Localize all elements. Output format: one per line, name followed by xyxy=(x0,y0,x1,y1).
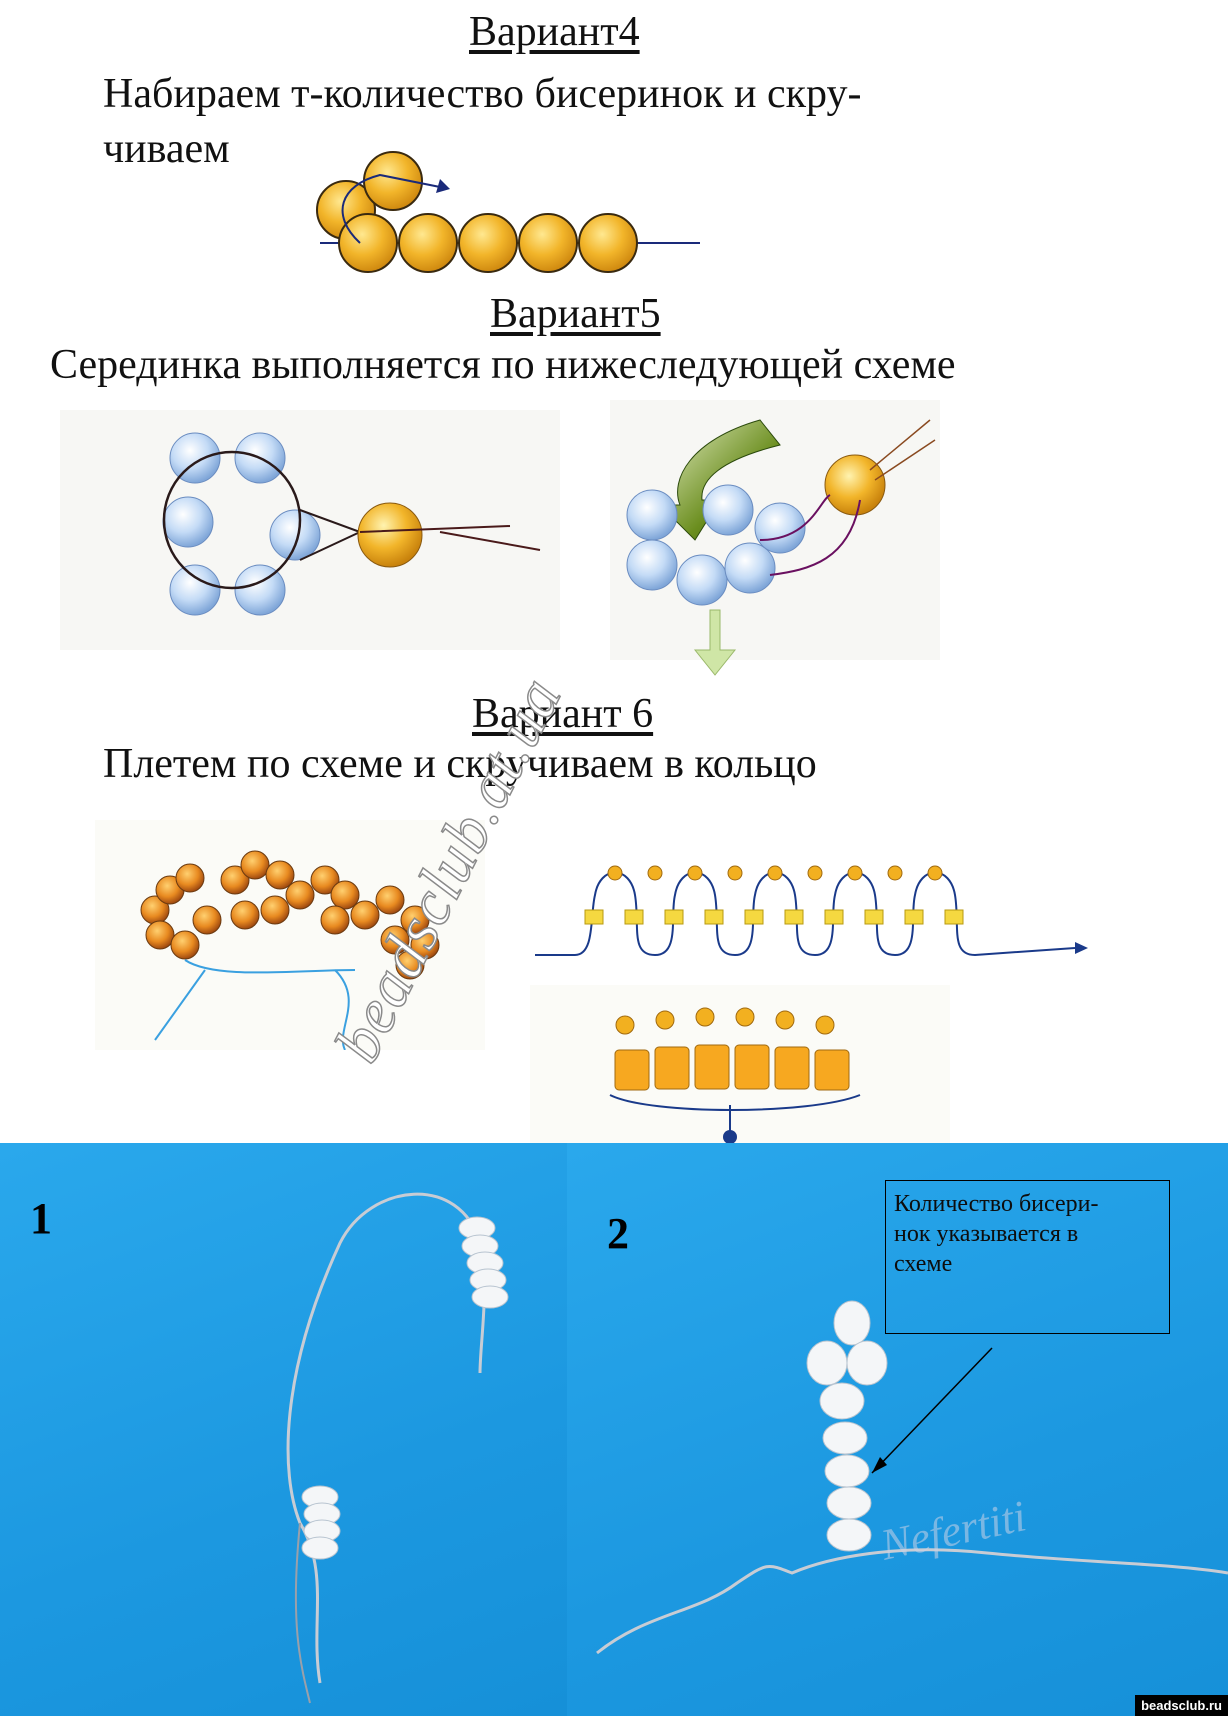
photo-step-2: 2 xyxy=(567,1143,1228,1716)
variant6-heading: Вариант 6 xyxy=(472,691,654,737)
photo-step-2-number: 2 xyxy=(607,1209,629,1258)
photo-step-2-image xyxy=(596,1300,1228,1655)
variant4-diagram xyxy=(316,151,700,273)
photo-step-1-image xyxy=(286,1192,509,1704)
site-badge: beadsclub.ru xyxy=(1135,1695,1228,1716)
variant6-diagram-strip xyxy=(535,865,1088,957)
variant5-heading: Вариант5 xyxy=(490,291,661,337)
note-box: Количество бисери- нок указывается в схе… xyxy=(885,1180,1170,1334)
variant6-diagram-ring xyxy=(530,985,950,1145)
variant5-text: Серединка выполняется по нижеследующей с… xyxy=(50,342,956,388)
variant4-text-line1: Набираем т-количество бисеринок и скру- xyxy=(103,71,862,117)
variant4-heading: Вариант4 xyxy=(469,9,640,55)
variant6-diagram-left xyxy=(95,820,485,1050)
variant4-text-line2: чиваем xyxy=(103,126,230,172)
variant6-text: Плетем по схеме и скручиваем в кольцо xyxy=(103,741,817,787)
variant5-diagram-left xyxy=(60,410,560,650)
photo-step-1-number: 1 xyxy=(30,1194,52,1243)
photo-step-1: 1 xyxy=(0,1143,567,1716)
variant5-diagram-right xyxy=(610,400,940,676)
